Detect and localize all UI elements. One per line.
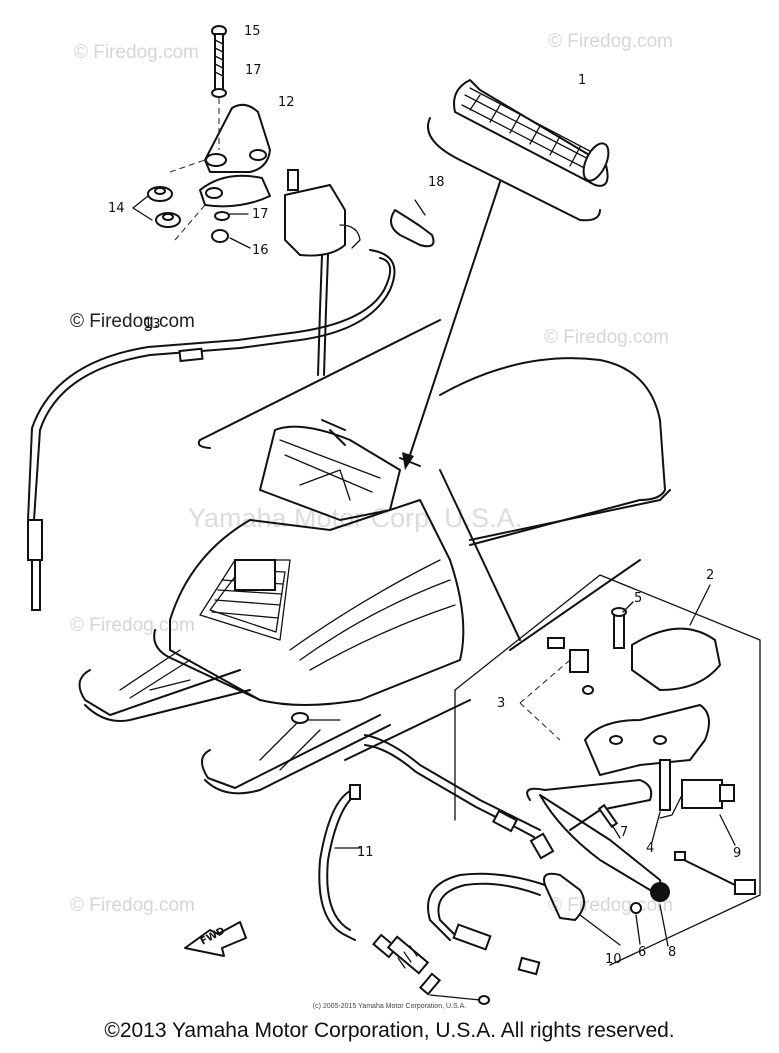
callout-7: 7 <box>620 825 629 840</box>
callout-3: 3 <box>497 696 506 711</box>
callout-15: 15 <box>244 24 261 39</box>
watermark-firedog-bottom-left: © Firedog.com <box>70 895 195 916</box>
snowmobile-body <box>78 357 671 795</box>
watermark-firedog-bottom-right: © Firedog.com <box>548 895 673 916</box>
callout-17-lower: 17 <box>252 207 269 222</box>
callout-2: 2 <box>706 568 715 583</box>
watermark-firedog-dark: © Firedog.com <box>70 311 195 332</box>
callout-10: 10 <box>605 952 622 967</box>
throttle-cable-13 <box>27 249 396 611</box>
callout-4: 4 <box>646 841 655 856</box>
watermark-firedog-mid-right: © Firedog.com <box>544 327 669 348</box>
callout-6: 6 <box>638 945 647 960</box>
clip-18 <box>390 199 435 248</box>
callout-18: 18 <box>428 175 445 190</box>
callout-13: 13 <box>144 317 161 332</box>
watermark-firedog-top-left: © Firedog.com <box>74 42 199 63</box>
callout-1: 1 <box>578 73 587 88</box>
callout-16: 16 <box>252 243 269 258</box>
callout-5: 5 <box>634 591 643 606</box>
copyright-footer: ©2013 Yamaha Motor Corporation, U.S.A. A… <box>104 1019 675 1042</box>
callout-12: 12 <box>278 95 295 110</box>
callout-9: 9 <box>733 846 742 861</box>
watermark-firedog-top-right: © Firedog.com <box>548 31 673 52</box>
callout-17-top: 17 <box>245 63 262 78</box>
brake-lever-assembly <box>344 574 761 976</box>
watermark-firedog-mid-left: © Firedog.com <box>70 615 195 636</box>
callout-8: 8 <box>668 945 677 960</box>
callout-11: 11 <box>357 845 374 860</box>
fwd-arrow <box>184 921 247 957</box>
throttle-case-assembly <box>132 25 361 376</box>
small-credit-text: (c) 2005-2015 Yamaha Motor Corporation, … <box>312 1003 467 1010</box>
cable-11 <box>318 784 490 1005</box>
callout-14: 14 <box>108 201 125 216</box>
handle-grip-1 <box>402 79 610 470</box>
